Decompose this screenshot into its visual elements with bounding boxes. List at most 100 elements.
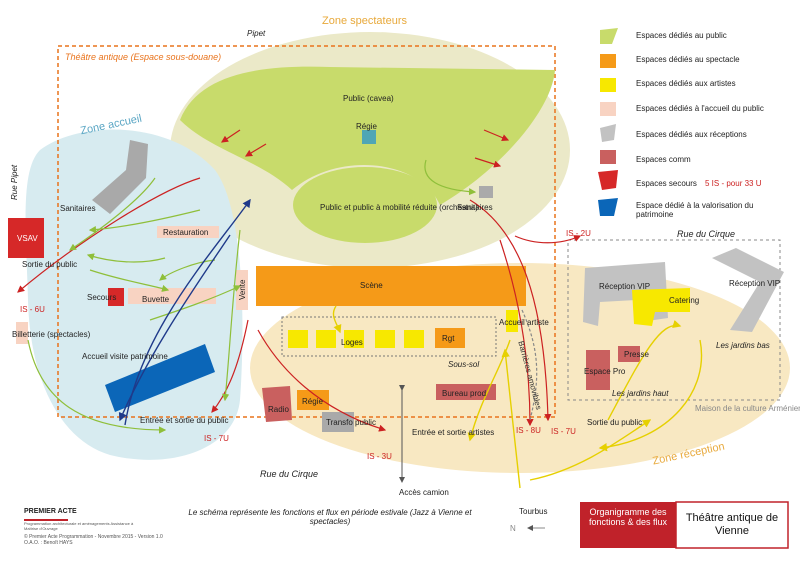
loge-5 xyxy=(404,330,424,348)
legend-swatch-receptions xyxy=(600,124,616,142)
footer-red-box xyxy=(580,502,676,548)
bureau-prod-label: Bureau prod xyxy=(442,389,487,398)
scene-shape xyxy=(256,266,526,306)
barrieres-line xyxy=(521,309,538,421)
orchestra-label: Public et public à mobilité réduite (orc… xyxy=(320,203,478,212)
footer-caption: Le schéma représente les fonctions et fl… xyxy=(188,508,472,527)
sanitaires-left-label: Sanitaires xyxy=(60,204,96,213)
is-7u-left-label: IS - 7U xyxy=(204,434,229,443)
secours-label: Secours xyxy=(87,293,117,302)
radio-label: Radio xyxy=(268,405,289,414)
evacuation-flows xyxy=(17,129,582,432)
regie-bottom-label: Régie xyxy=(302,397,323,406)
secours-shape xyxy=(108,288,124,306)
accueil-artiste-shape xyxy=(506,310,518,332)
legend-secours-note: 5 IS - pour 33 U xyxy=(705,179,762,188)
legend-swatch-secours xyxy=(598,170,618,190)
legend-swatch-comm xyxy=(600,150,616,164)
is-8u-label: IS - 8U xyxy=(516,426,541,435)
sortie-public-left-label: Sortie du public xyxy=(22,260,78,269)
theatre-label: Théâtre antique (Espace sous-douane) xyxy=(65,52,222,62)
legend-swatch-accueil xyxy=(600,102,616,116)
sanitaires-left-shape xyxy=(92,140,148,214)
loge-1 xyxy=(288,330,308,348)
rgt-shape xyxy=(435,328,465,348)
acces-camion-label: Accès camion xyxy=(399,488,449,497)
is-3u-label: IS - 3U xyxy=(367,452,392,461)
sous-sol-dashed-border xyxy=(281,316,497,357)
restauration-label: Restauration xyxy=(163,228,209,237)
footer-white-title: Théâtre antique de Vienne xyxy=(685,512,779,537)
espace-pro-shape xyxy=(586,350,610,390)
pipet-label: Pipet xyxy=(247,29,266,38)
logo-tagline: Programmation architecturale et aménagem… xyxy=(24,521,134,531)
regie-bottom-shape xyxy=(297,390,329,410)
logo-text: PREMIER ACTE xyxy=(24,508,77,515)
billetterie-label: Billetterie (spectacles) xyxy=(12,330,91,339)
catering-shape xyxy=(632,288,690,326)
is-2u-label: IS - 2U xyxy=(566,229,591,238)
legend-swatch-patrimoine xyxy=(598,198,618,216)
footer-white-box xyxy=(675,501,789,549)
footer-oao: O.A.O. : Benoît HAYS xyxy=(24,540,73,546)
entree-sortie-artistes-label: Entrée et sortie artistes xyxy=(412,428,495,437)
loges-label: Loges xyxy=(341,338,363,347)
vente-label: Vente xyxy=(238,279,247,300)
vsav-label: VSAV xyxy=(17,234,38,243)
buvette-label: Buvette xyxy=(142,295,170,304)
sanitaires-right-shape xyxy=(479,186,493,198)
legend-swatch-artistes xyxy=(600,78,616,92)
bureau-prod-shape xyxy=(436,384,496,400)
maison-culture-label: Maison de la culture Arménienne xyxy=(695,404,800,413)
sous-sol-label: Sous-sol xyxy=(448,360,480,369)
is-6u-label: IS - 6U xyxy=(20,305,45,314)
jardins-bas-label: Les jardins bas xyxy=(716,341,770,350)
public-flows xyxy=(27,159,477,434)
radio-shape xyxy=(262,386,292,422)
theatre-dashed-border xyxy=(57,45,556,418)
reception-vip-right-label: Réception VIP xyxy=(729,279,781,288)
transfo-shape xyxy=(322,412,354,432)
legend-swatches xyxy=(598,28,618,216)
logo-bar xyxy=(24,519,68,521)
footer-copyright: © Premier Acte Programmation - Novembre … xyxy=(24,534,163,540)
jardins-haut-label: Les jardins haut xyxy=(612,389,669,398)
presse-label: Presse xyxy=(624,350,649,359)
restauration-shape xyxy=(157,226,219,238)
accueil-visite-label: Accueil visite patrimoine xyxy=(82,352,168,361)
public-cavea-label: Public (cavea) xyxy=(343,94,394,103)
regie-top-shape xyxy=(362,130,376,144)
vsav-shape xyxy=(8,218,44,258)
orchestra-shape xyxy=(293,167,437,243)
is-7u-right-label: IS - 7U xyxy=(551,427,576,436)
vente-shape xyxy=(236,270,248,310)
rue-pipet-label: Rue Pipet xyxy=(10,164,19,200)
scene-label: Scène xyxy=(360,281,383,290)
rgt-label: Rgt xyxy=(442,334,455,343)
accueil-artiste-label: Accueil artiste xyxy=(499,318,549,327)
espace-pro-label: Espace Pro xyxy=(584,367,626,376)
legend-swatch-spectacle xyxy=(600,54,616,68)
rue-du-cirque-right-label: Rue du Cirque xyxy=(677,229,736,239)
reception-vip-right-shape xyxy=(712,248,784,332)
rue-du-cirque-bottom-label: Rue du Cirque xyxy=(260,469,319,479)
reception-vip-left-label: Réception VIP xyxy=(599,282,651,291)
loge-3 xyxy=(344,330,364,348)
artist-flows xyxy=(332,305,703,489)
north-label: N xyxy=(510,524,516,533)
loge-2 xyxy=(316,330,336,348)
legend-swatch-public xyxy=(600,28,618,44)
buvette-shape xyxy=(128,288,216,304)
transfo-label: Transfo public xyxy=(326,418,376,427)
presse-shape xyxy=(618,346,640,362)
footer-red-title: Organigramme des fonctions & des flux xyxy=(588,507,668,528)
billetterie-shape xyxy=(16,322,28,344)
sortie-public-right-label: Sortie du public xyxy=(587,418,643,427)
catering-label: Catering xyxy=(669,296,700,305)
patrimoine-flow-2 xyxy=(118,234,231,422)
entree-sortie-public-label: Entrée et sortie du public xyxy=(140,416,229,425)
regie-top-label: Régie xyxy=(356,122,377,131)
sanitaires-right-label: Sanitaires xyxy=(457,203,493,212)
